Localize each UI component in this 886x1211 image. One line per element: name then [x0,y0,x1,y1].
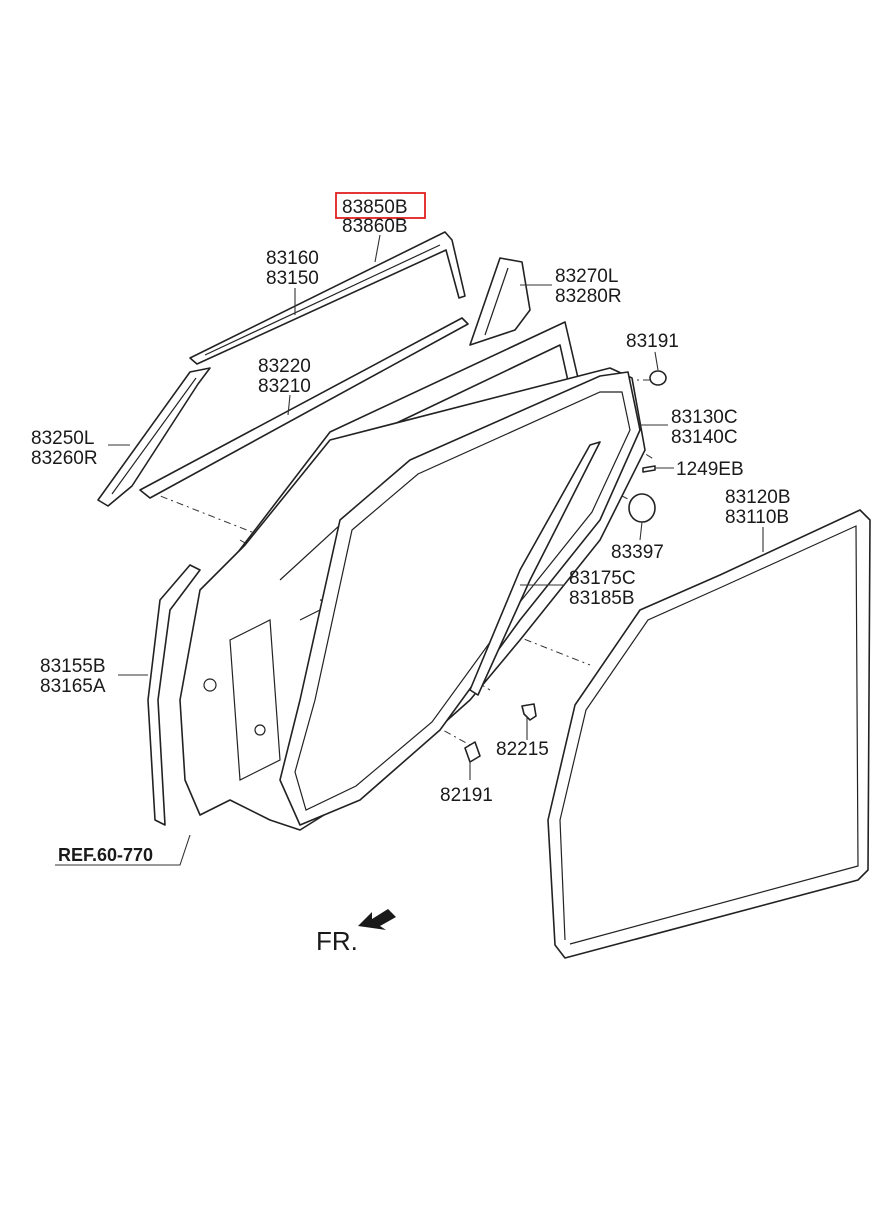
belt-moulding-inner [139,317,469,499]
window-frame-moulding-top [189,231,466,365]
part-label-83175c[interactable]: 83175C [569,568,636,589]
part-label-83120b[interactable]: 83120B [725,487,791,508]
part-label-83191[interactable]: 83191 [626,331,679,352]
part-label-83160[interactable]: 83160 [266,248,319,269]
part-label-83185b[interactable]: 83185B [569,588,635,609]
part-labels: 83850B 83860B 83160 83150 83270L 83280R … [31,192,791,865]
rear-edge-seal [469,441,601,696]
part-label-1249eb[interactable]: 1249EB [676,459,744,480]
fasteners [464,370,667,763]
door-opening-weatherstrip [547,509,871,959]
part-label-83210[interactable]: 83210 [258,376,311,397]
part-label-83150[interactable]: 83150 [266,268,319,289]
part-label-83110b[interactable]: 83110B [725,507,789,528]
front-edge-seal [147,564,201,826]
part-label-83860b[interactable]: 83860B [342,216,408,237]
front-direction-indicator: FR. [316,909,396,956]
part-label-83140c[interactable]: 83140C [671,427,738,448]
leader-lines [55,234,764,866]
part-label-83850b[interactable]: 83850B [342,197,408,218]
part-label-83155b[interactable]: 83155B [40,656,106,677]
delta-moulding-rear [469,257,531,346]
part-label-83260r[interactable]: 83260R [31,448,98,469]
part-label-83220[interactable]: 83220 [258,356,311,377]
front-direction-arrow-icon [358,909,396,930]
part-label-83280r[interactable]: 83280R [555,286,622,307]
delta-moulding-front [97,367,211,507]
front-label: FR. [316,926,358,956]
part-label-83397[interactable]: 83397 [611,542,664,563]
part-label-82215[interactable]: 82215 [496,739,549,760]
part-label-83270l[interactable]: 83270L [555,266,618,287]
part-label-82191[interactable]: 82191 [440,785,493,806]
part-label-83165a[interactable]: 83165A [40,676,106,697]
part-label-83130c[interactable]: 83130C [671,407,738,428]
highlight-box [335,192,426,219]
door-body-seal [279,371,641,826]
reference-label[interactable]: REF.60-770 [58,845,153,865]
part-label-83250l[interactable]: 83250L [31,428,94,449]
